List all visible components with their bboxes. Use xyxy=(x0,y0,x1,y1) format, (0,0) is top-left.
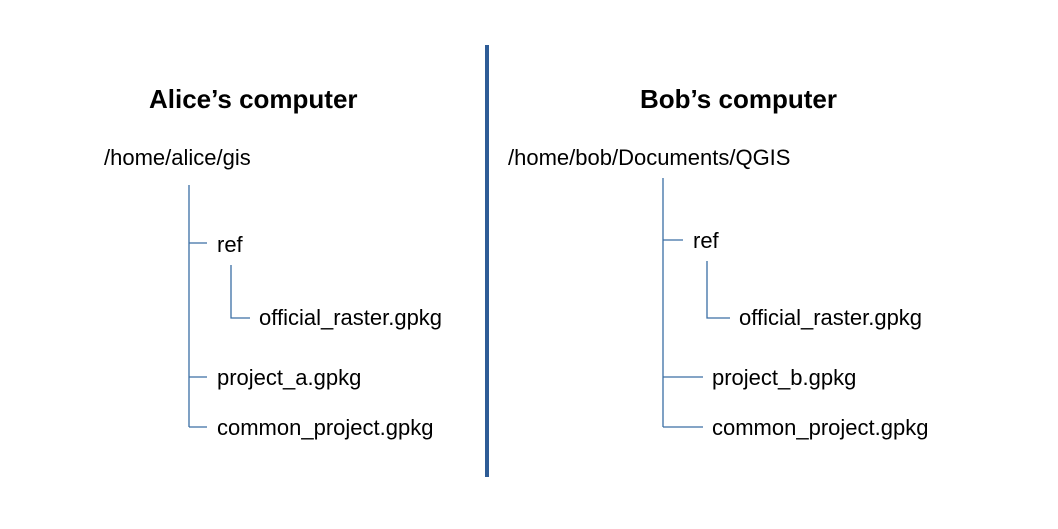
bob-computer-title: Bob’s computer xyxy=(640,84,837,114)
center-divider xyxy=(485,45,489,477)
bob-project-b-file: project_b.gpkg xyxy=(712,365,857,390)
alice-computer-title: Alice’s computer xyxy=(149,84,358,114)
bob-official-raster-file: official_raster.gpkg xyxy=(739,305,923,330)
bob-ref-subtrunk xyxy=(706,261,730,319)
bob-common-project-file: common_project.gpkg xyxy=(712,415,929,440)
alice-ref-subtrunk xyxy=(230,265,250,319)
alice-official-raster-file: official_raster.gpkg xyxy=(259,305,443,330)
alice-common-project-file: common_project.gpkg xyxy=(217,415,434,440)
bob-root-path: /home/bob/Documents/QGIS xyxy=(508,145,791,170)
alice-ref-folder: ref xyxy=(217,232,243,257)
alice-root-path: /home/alice/gis xyxy=(104,145,251,170)
alice-project-a-file: project_a.gpkg xyxy=(217,365,362,390)
bob-ref-folder: ref xyxy=(693,228,719,253)
